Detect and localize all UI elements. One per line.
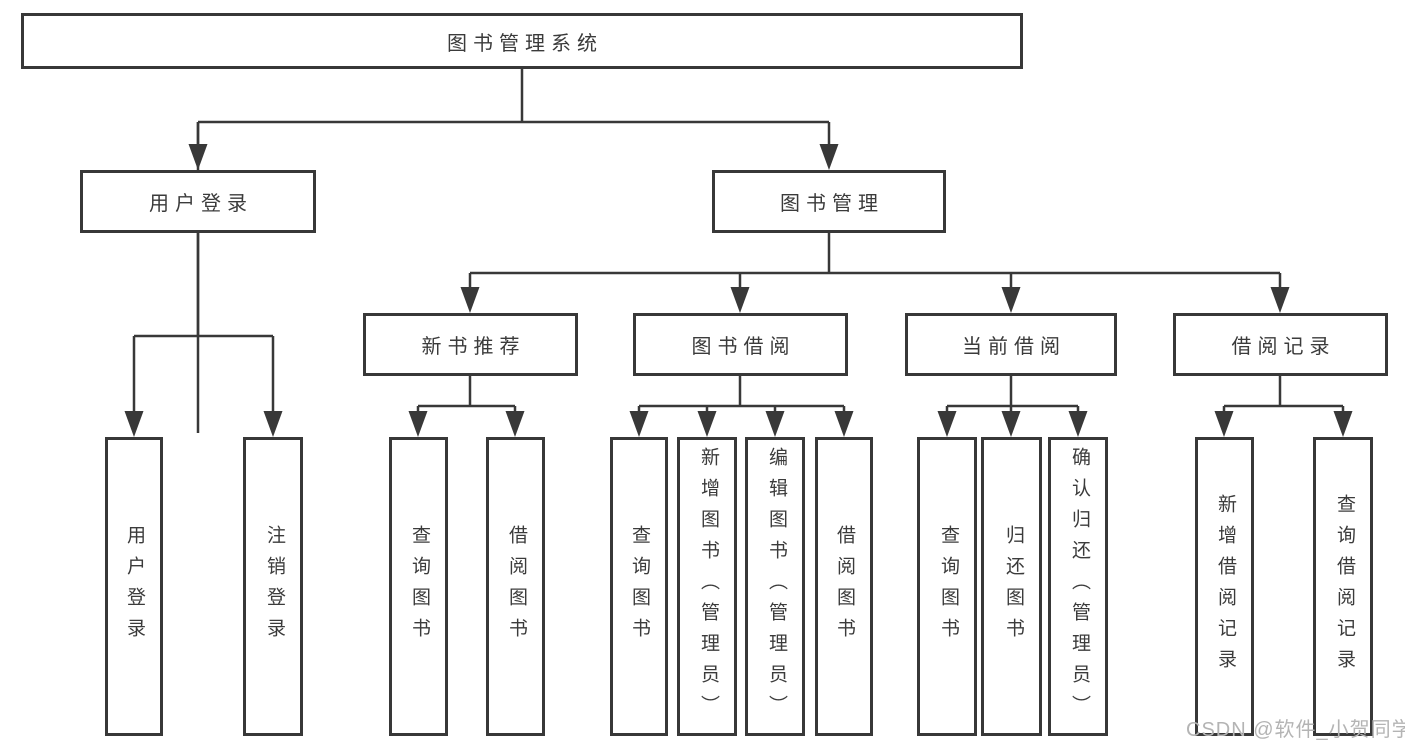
node-new-book-recommend: 新书推荐	[363, 313, 578, 376]
node-root: 图书管理系统	[21, 13, 1023, 69]
leaf-records-query-record: 查询借阅记录	[1313, 437, 1373, 736]
leaf-borrow-borrow-books: 借阅图书	[815, 437, 873, 736]
arrowhead-current-query	[937, 411, 957, 437]
node-book-management: 图书管理	[712, 170, 946, 233]
arrowhead-leaf-user-login	[124, 411, 144, 437]
arrowhead-records-add	[1214, 411, 1234, 437]
leaf-recommend-borrow-books: 借阅图书	[486, 437, 545, 736]
arrowhead-recommend-query	[408, 411, 428, 437]
connector-records-group	[1222, 376, 1345, 433]
connector-borrow-group	[637, 376, 846, 433]
arrowhead-new-book-recommend	[460, 287, 480, 313]
arrowhead-book-management	[819, 144, 839, 170]
leaf-records-add-record: 新增借阅记录	[1195, 437, 1254, 736]
watermark: CSDN @软件_小贺同学	[1186, 719, 1405, 741]
leaf-recommend-query-books: 查询图书	[389, 437, 448, 736]
arrowhead-borrow-add	[697, 411, 717, 437]
connector-user-login-group	[132, 233, 275, 433]
arrowhead-borrow-borrow	[834, 411, 854, 437]
arrowhead-current-confirm	[1068, 411, 1088, 437]
arrowhead-user-login	[188, 144, 208, 170]
connector-root-to-level2	[196, 69, 831, 433]
leaf-borrow-query-books: 查询图书	[610, 437, 668, 736]
node-borrow-records: 借阅记录	[1173, 313, 1388, 376]
arrowhead-borrow-query	[629, 411, 649, 437]
leaf-logout: 注销登录	[243, 437, 303, 736]
arrowhead-leaf-logout	[263, 411, 283, 437]
leaf-current-query-books: 查询图书	[917, 437, 977, 736]
leaf-borrow-add-books: 新增图书（管理员）	[677, 437, 737, 736]
arrowhead-current-return	[1001, 411, 1021, 437]
arrowhead-borrow-edit	[765, 411, 785, 437]
leaf-borrow-edit-books: 编辑图书（管理员）	[745, 437, 805, 736]
arrowhead-current-borrow	[1001, 287, 1021, 313]
leaf-user-login: 用户登录	[105, 437, 163, 736]
arrowhead-borrow-records	[1270, 287, 1290, 313]
arrowhead-recommend-borrow	[505, 411, 525, 437]
node-current-borrow: 当前借阅	[905, 313, 1117, 376]
arrowhead-records-query	[1333, 411, 1353, 437]
leaf-current-confirm-return: 确认归还（管理员）	[1048, 437, 1108, 736]
connector-recommend-group	[416, 376, 517, 433]
leaf-current-return-books: 归还图书	[981, 437, 1042, 736]
arrowhead-book-borrow	[730, 287, 750, 313]
node-user-login: 用户登录	[80, 170, 316, 233]
node-book-borrow: 图书借阅	[633, 313, 848, 376]
connector-book-management-group	[468, 233, 1282, 309]
